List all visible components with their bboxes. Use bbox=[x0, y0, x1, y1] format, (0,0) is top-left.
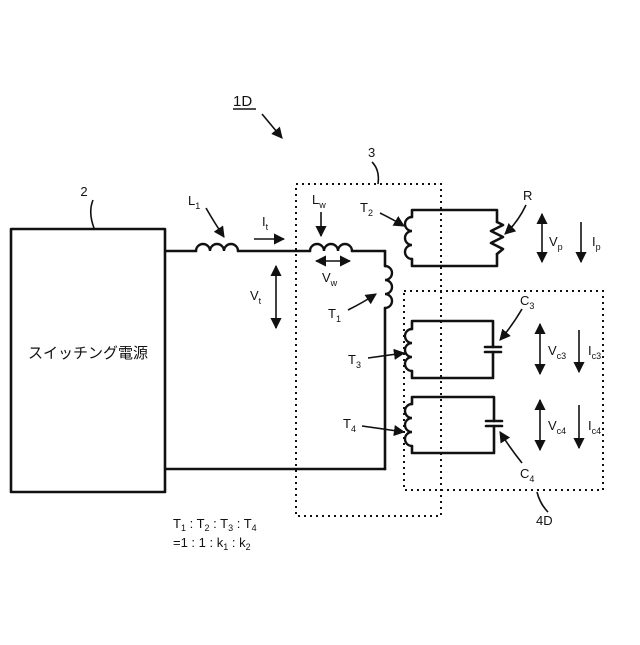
capacitor-group-block: 4D bbox=[404, 291, 603, 528]
label-t1: T1 bbox=[328, 294, 376, 324]
figure-id-text: 1D bbox=[233, 93, 252, 110]
secondary-t2: T2 R Vp Ip bbox=[360, 188, 601, 266]
svg-text:R: R bbox=[523, 188, 532, 203]
inductor-l1 bbox=[196, 244, 238, 251]
svg-text:It: It bbox=[262, 214, 269, 232]
figure-id-label: 1D bbox=[233, 93, 282, 138]
t4-loop-top bbox=[412, 397, 494, 421]
svg-text:C4: C4 bbox=[520, 466, 534, 484]
coil-t3 bbox=[405, 329, 412, 371]
inductor-lw bbox=[310, 244, 352, 251]
transformer-ref-leader bbox=[372, 162, 378, 184]
transformer-ref: 3 bbox=[368, 145, 375, 160]
transformer-box bbox=[296, 184, 441, 516]
main-wiring bbox=[166, 244, 392, 469]
power-supply-leader bbox=[91, 200, 94, 228]
label-it: It bbox=[254, 214, 284, 239]
coil-t4 bbox=[405, 404, 412, 446]
svg-text:Vt: Vt bbox=[250, 288, 262, 306]
svg-text:C3: C3 bbox=[520, 293, 534, 311]
svg-text:Vp: Vp bbox=[549, 234, 563, 252]
turns-ratio: T1 : T2 : T3 : T4 =1 : 1 : k1 : k2 bbox=[173, 516, 257, 552]
figure-id-arrow bbox=[262, 114, 282, 138]
svg-text:T2: T2 bbox=[360, 200, 373, 218]
coil-t1 bbox=[385, 266, 392, 308]
power-supply: スイッチング電源 2 bbox=[11, 184, 165, 492]
t3-loop-bottom bbox=[412, 352, 493, 378]
ratio-line-1: T1 : T2 : T3 : T4 bbox=[173, 516, 257, 533]
t1-leader bbox=[348, 294, 376, 310]
svg-text:T3: T3 bbox=[348, 352, 361, 370]
t4-loop-bottom bbox=[412, 426, 494, 453]
capacitor-group-leader bbox=[537, 492, 548, 512]
svg-text:Ip: Ip bbox=[592, 234, 601, 252]
svg-text:T1: T1 bbox=[328, 306, 341, 324]
label-vw: Vw bbox=[316, 261, 350, 288]
label-vt: Vt bbox=[250, 266, 276, 328]
l1-leader bbox=[206, 208, 224, 237]
svg-text:Ic4: Ic4 bbox=[588, 418, 601, 436]
power-supply-text: スイッチング電源 bbox=[28, 345, 148, 362]
capacitor-group-ref: 4D bbox=[536, 513, 553, 528]
c3-leader bbox=[500, 309, 522, 340]
ratio-line-2: =1 : 1 : k1 : k2 bbox=[173, 535, 251, 552]
t2-loop-bottom bbox=[412, 254, 497, 266]
svg-text:Ic3: Ic3 bbox=[588, 343, 601, 361]
svg-text:Vc3: Vc3 bbox=[548, 343, 566, 361]
svg-text:L1: L1 bbox=[188, 193, 200, 211]
coil-t2 bbox=[405, 217, 412, 259]
t2-leader bbox=[380, 213, 404, 226]
label-l1: L1 bbox=[188, 193, 224, 237]
power-supply-ref: 2 bbox=[80, 184, 87, 199]
t3-loop-top bbox=[412, 321, 493, 347]
c4-leader bbox=[500, 432, 522, 463]
r-leader bbox=[505, 205, 526, 234]
t2-loop-top bbox=[412, 210, 497, 222]
svg-text:T4: T4 bbox=[343, 416, 356, 434]
label-lw: Lw bbox=[312, 192, 326, 236]
resistor-r bbox=[491, 222, 503, 254]
svg-text:Lw: Lw bbox=[312, 192, 326, 210]
secondary-t4: T4 C4 Vc4 Ic4 bbox=[343, 397, 601, 484]
svg-text:Vc4: Vc4 bbox=[548, 418, 566, 436]
t4-leader bbox=[362, 426, 404, 432]
svg-text:Vw: Vw bbox=[322, 270, 338, 288]
